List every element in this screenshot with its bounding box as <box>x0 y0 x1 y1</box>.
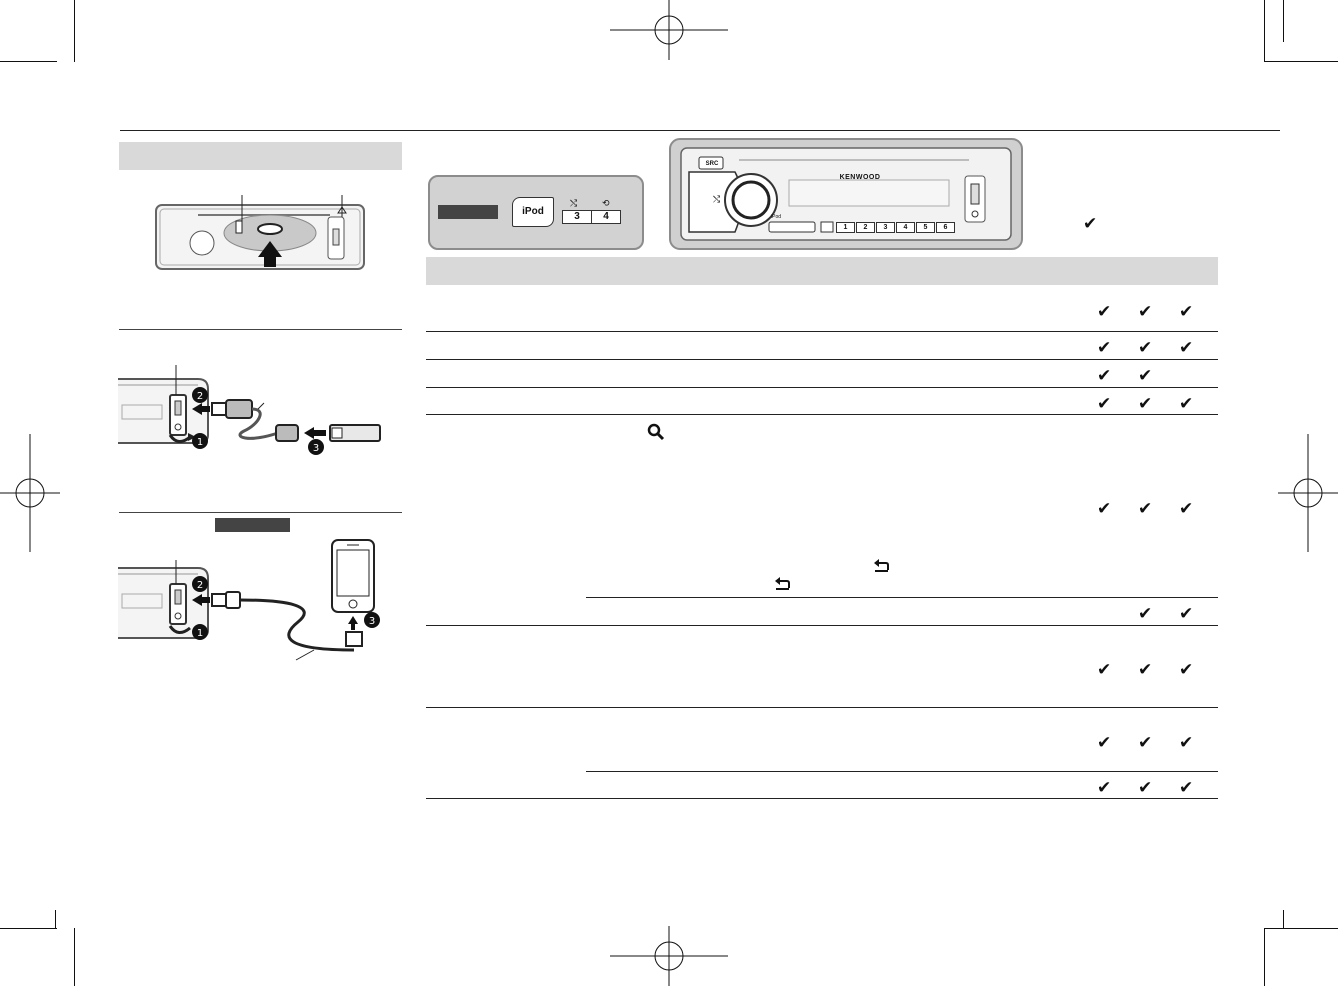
table-check-icon: ✔ <box>1138 499 1153 519</box>
legend-check-icon: ✔ <box>1083 214 1098 234</box>
back-icon <box>874 559 889 572</box>
table-row-divider <box>426 707 1218 708</box>
table-row-divider <box>426 387 1218 388</box>
crop-mark <box>0 928 57 929</box>
registration-target-top <box>610 0 728 60</box>
table-row-subdivider <box>586 597 1218 598</box>
crop-mark <box>55 910 56 928</box>
crop-mark <box>1264 928 1338 929</box>
preset-key-5: 5 <box>916 222 935 233</box>
table-check-icon: ✔ <box>1138 394 1153 414</box>
crop-mark <box>0 61 57 62</box>
repeat-icon: ⟲ <box>602 199 610 209</box>
mode-badge <box>438 205 498 219</box>
table-row-divider <box>426 359 1218 360</box>
usb-connection-diagram: 1 2 3 <box>118 365 381 455</box>
preset-key-6: 6 <box>936 222 955 233</box>
crop-mark <box>1264 928 1265 986</box>
src-button: SRC <box>705 161 719 167</box>
divider <box>119 512 402 513</box>
key-4: 4 <box>591 210 621 224</box>
back-icon <box>775 577 790 590</box>
table-check-icon: ✔ <box>1097 302 1112 322</box>
table-check-icon: ✔ <box>1138 604 1153 624</box>
table-check-icon: ✔ <box>1179 302 1194 322</box>
table-check-icon: ✔ <box>1097 660 1112 680</box>
table-check-icon: ✔ <box>1179 394 1194 414</box>
table-check-icon: ✔ <box>1179 733 1194 753</box>
faceplate-illustration <box>669 138 1023 250</box>
preset-key-1: 1 <box>836 222 855 233</box>
table-check-icon: ✔ <box>1179 499 1194 519</box>
step-1-badge: 1 <box>197 628 203 639</box>
crop-mark <box>74 0 75 62</box>
registration-target-left <box>0 434 60 552</box>
table-row-divider <box>426 798 1218 799</box>
table-header-bar <box>426 257 1218 285</box>
ipod-small-label: iPod <box>771 214 782 220</box>
table-check-icon: ✔ <box>1138 338 1153 358</box>
search-icon <box>647 423 665 441</box>
ipod-connection-diagram: 1 2 3 <box>118 539 380 661</box>
table-check-icon: ✔ <box>1138 366 1153 386</box>
table-row-divider <box>426 414 1218 415</box>
table-row-subdivider <box>586 771 1218 772</box>
shuffle-icon: ⤭ <box>570 199 578 209</box>
table-check-icon: ✔ <box>1179 604 1194 624</box>
crop-mark <box>74 928 75 986</box>
table-check-icon: ✔ <box>1138 778 1153 798</box>
ipod-mode-badge <box>215 518 290 532</box>
preset-key-row: 1 2 3 4 5 6 <box>836 222 955 233</box>
step-3-badge: 3 <box>313 443 319 454</box>
registration-target-bottom <box>610 926 728 986</box>
divider <box>119 329 402 330</box>
table-check-icon: ✔ <box>1138 733 1153 753</box>
header-rule <box>120 130 1280 131</box>
preset-key-4: 4 <box>896 222 915 233</box>
registration-target-right <box>1278 434 1338 552</box>
crop-mark <box>1264 0 1265 62</box>
table-check-icon: ✔ <box>1097 778 1112 798</box>
table-check-icon: ✔ <box>1097 338 1112 358</box>
step-2-badge: 2 <box>197 580 203 591</box>
table-check-icon: ✔ <box>1179 338 1194 358</box>
table-check-icon: ✔ <box>1179 660 1194 680</box>
step-1-badge: 1 <box>197 437 203 448</box>
table-check-icon: ✔ <box>1097 499 1112 519</box>
table-check-icon: ✔ <box>1097 394 1112 414</box>
ipod-key: iPod <box>512 197 554 227</box>
crop-mark <box>1283 910 1284 928</box>
cd-insert-diagram <box>155 195 365 270</box>
table-check-icon: ✔ <box>1138 660 1153 680</box>
shuffle-icon: ⤭ <box>713 195 721 205</box>
preset-key-2: 2 <box>856 222 875 233</box>
preset-key-3: 3 <box>876 222 895 233</box>
key-3: 3 <box>562 210 592 224</box>
table-check-icon: ✔ <box>1097 366 1112 386</box>
section-header-bar <box>119 142 402 170</box>
table-check-icon: ✔ <box>1138 302 1153 322</box>
table-row-divider <box>426 625 1218 626</box>
table-check-icon: ✔ <box>1097 733 1112 753</box>
table-row-divider <box>426 331 1218 332</box>
step-2-badge: 2 <box>197 391 203 402</box>
table-check-icon: ✔ <box>1179 778 1194 798</box>
crop-mark <box>1283 0 1284 42</box>
crop-mark <box>1264 61 1338 62</box>
brand-label: KENWOOD <box>839 174 881 181</box>
step-3-badge: 3 <box>369 616 375 627</box>
